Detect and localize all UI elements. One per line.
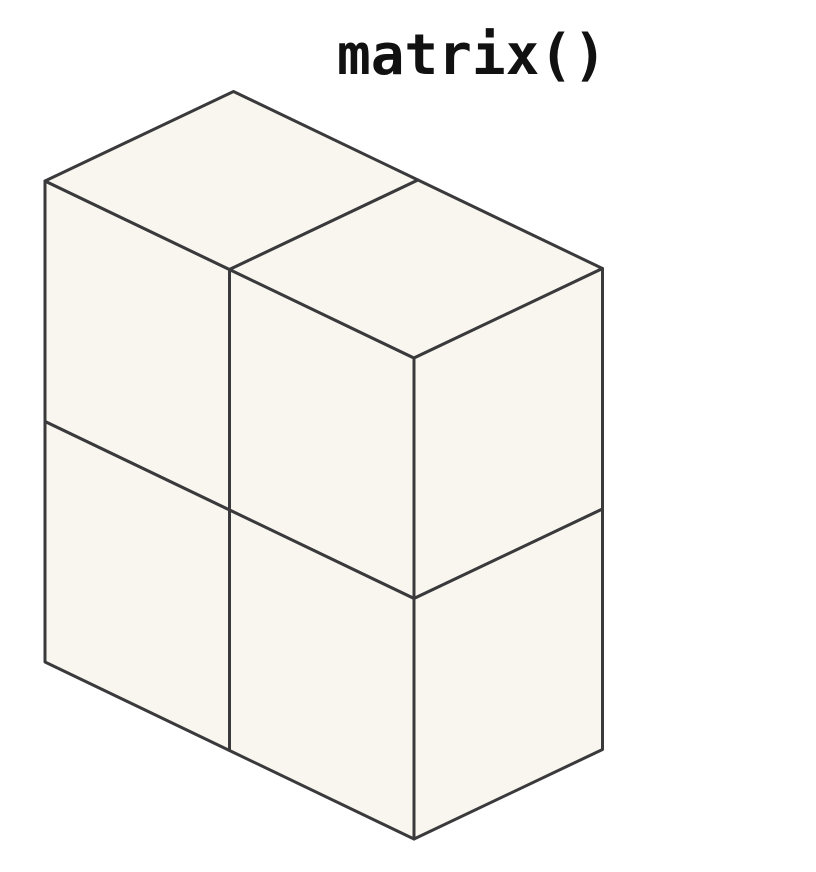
matrix-cells	[43, 90, 604, 841]
function-title: matrix()	[337, 23, 607, 88]
cell-side-face-r2	[412, 507, 604, 841]
